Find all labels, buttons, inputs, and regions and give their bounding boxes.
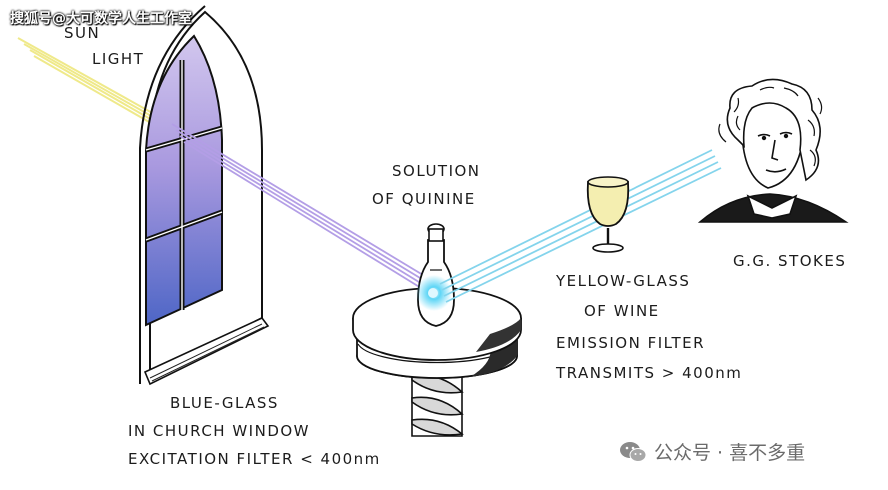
yellow-glass-label-line2: OF WINE — [584, 302, 660, 320]
watermark-text: 公众号 · 喜不多重 — [654, 442, 806, 464]
blue-glass-label-line2: IN CHURCH WINDOW — [128, 422, 311, 440]
blue-glass-label-line3: EXCITATION FILTER < 400nm — [128, 450, 381, 468]
sun-label-line1: SUN — [64, 24, 101, 42]
yellow-glass-label-line1: YELLOW-GLASS — [556, 272, 691, 290]
violet-beam — [171, 123, 435, 297]
yellow-glass-label-line4: TRANSMITS > 400nm — [556, 364, 743, 382]
solution-label-line1: SOLUTION — [392, 162, 481, 180]
source-watermark-top: 搜狐号@大可数学人生工作室 — [10, 11, 192, 27]
sun-label-line2: LIGHT — [92, 50, 145, 68]
solution-label-line2: OF QUININE — [372, 190, 476, 208]
wine-glass — [586, 176, 630, 253]
yellow-glass-label-line3: EMISSION FILTER — [556, 334, 706, 352]
quinine-bottle — [416, 223, 455, 327]
stokes-label: G.G. STOKES — [733, 252, 847, 270]
church-window — [139, 5, 270, 386]
blue-glass-label-line1: BLUE-GLASS — [170, 394, 279, 412]
stokes-portrait — [697, 78, 849, 223]
cyan-beam — [439, 149, 722, 303]
wechat-icon — [620, 441, 647, 462]
source-watermark-bottom: 公众号 · 喜不多重 — [618, 438, 805, 465]
